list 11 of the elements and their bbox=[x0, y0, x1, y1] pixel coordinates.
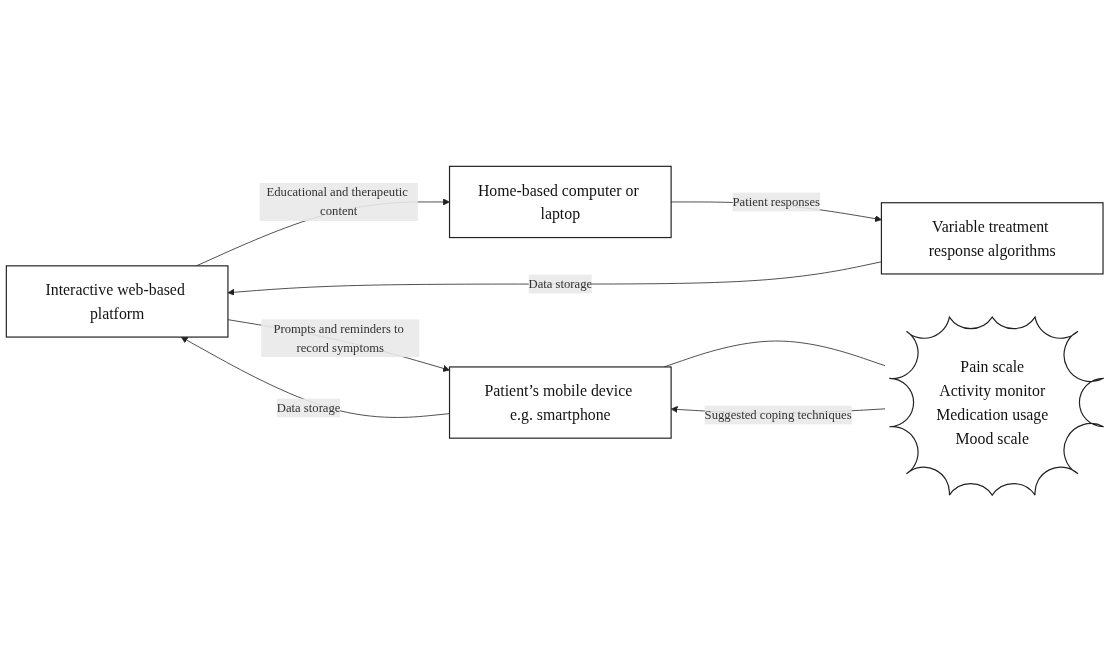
node-box: Interactive web-based platform bbox=[5, 265, 229, 338]
edge-label: Data storage bbox=[528, 277, 593, 291]
edge-label: Educational and therapeutic content bbox=[266, 185, 408, 219]
edge-label: Data storage bbox=[276, 401, 341, 415]
edge-label: Prompts and reminders to record symptoms bbox=[273, 321, 404, 355]
node-box: Patient’s mobile device e.g. smartphone bbox=[448, 366, 672, 439]
connector bbox=[663, 340, 886, 368]
edge-label: Suggested coping techniques bbox=[704, 408, 852, 422]
node-box: Variable treatment response algorithms bbox=[880, 202, 1104, 275]
node-box: Home-based computer or laptop bbox=[448, 166, 672, 239]
edge-label: Patient responses bbox=[732, 195, 821, 209]
